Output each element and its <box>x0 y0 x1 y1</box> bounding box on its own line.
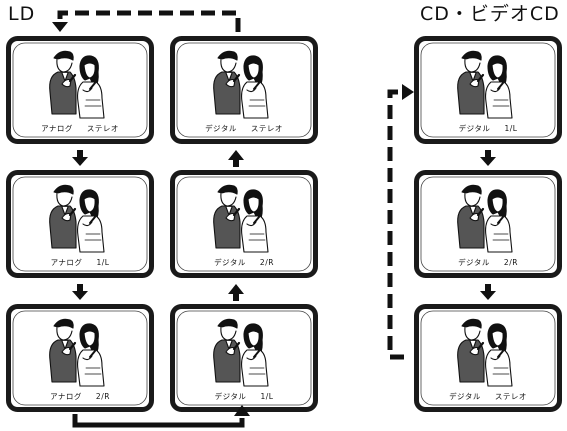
couple-illustration <box>213 50 269 119</box>
tv-screen-frame <box>6 36 154 144</box>
arrow-right-icon <box>402 84 414 100</box>
tv-screen-frame <box>170 170 318 278</box>
arrow-up-icon <box>234 405 250 416</box>
couple-illustration <box>49 184 105 253</box>
arrow-down-icon <box>72 284 88 300</box>
screen-channel-label: ステレオ <box>250 124 283 133</box>
tv-screen-frame <box>414 36 562 144</box>
tv-screen-frame <box>170 36 318 144</box>
couple-illustration <box>457 50 513 119</box>
cd-videocd-title: CD・ビデオCD <box>420 3 560 25</box>
arrow-down-icon <box>480 284 496 300</box>
tv-screen-frame <box>6 304 154 412</box>
screen-channel-label: 1/L <box>96 258 110 267</box>
screen-mode-label: デジタル <box>205 124 237 133</box>
screen-mode-label: デジタル <box>458 258 490 267</box>
cd-screen-digital-2r: デジタル 2/R <box>414 170 562 278</box>
couple-illustration <box>213 318 269 387</box>
screen-channel-label: 2/R <box>95 392 110 401</box>
arrow-down-icon <box>480 150 496 166</box>
ld-screen-analog-1l: アナログ 1/L <box>6 170 154 278</box>
tv-screen-frame <box>414 304 562 412</box>
arrow-up-icon <box>228 284 244 301</box>
screen-channel-label: 2/R <box>503 258 518 267</box>
screen-mode-label: アナログ <box>50 258 83 267</box>
screen-mode-label: デジタル <box>458 124 491 133</box>
couple-illustration <box>213 184 269 253</box>
connector-bottom-solid <box>72 414 245 428</box>
screen-channel-label: ステレオ <box>494 392 527 401</box>
connector-top-dashed <box>57 10 241 32</box>
screen-channel-label: 1/L <box>260 392 274 401</box>
screen-mode-label: デジタル <box>214 258 246 267</box>
couple-illustration <box>49 50 105 119</box>
tv-screen-frame <box>6 170 154 278</box>
arrow-down-icon <box>72 150 88 166</box>
screen-mode-label: デジタル <box>449 392 481 401</box>
arrow-down-icon <box>52 22 68 32</box>
couple-illustration <box>457 318 513 387</box>
screen-channel-label: 2/R <box>259 258 274 267</box>
ld-screen-analog-stereo: アナログ ステレオ <box>6 36 154 144</box>
cd-screen-digital-stereo: デジタル ステレオ <box>414 304 562 412</box>
ld-screen-analog-2r: アナログ 2/R <box>6 304 154 412</box>
tv-screen-frame <box>170 304 318 412</box>
screen-mode-label: デジタル <box>214 392 247 401</box>
ld-title: LD <box>8 3 36 25</box>
connector-cd-loop-dashed <box>387 89 404 360</box>
couple-illustration <box>457 184 513 253</box>
screen-channel-label: 1/L <box>504 124 518 133</box>
ld-screen-digital-stereo: デジタル ステレオ <box>170 36 318 144</box>
ld-screen-digital-1l: デジタル 1/L <box>170 304 318 412</box>
tv-screen-frame <box>414 170 562 278</box>
screen-channel-label: ステレオ <box>86 124 119 133</box>
ld-screen-digital-2r: デジタル 2/R <box>170 170 318 278</box>
screen-mode-label: アナログ <box>50 392 82 401</box>
cd-screen-digital-1l: デジタル 1/L <box>414 36 562 144</box>
couple-illustration <box>49 318 105 387</box>
arrow-up-icon <box>228 150 244 167</box>
screen-mode-label: アナログ <box>41 124 73 133</box>
